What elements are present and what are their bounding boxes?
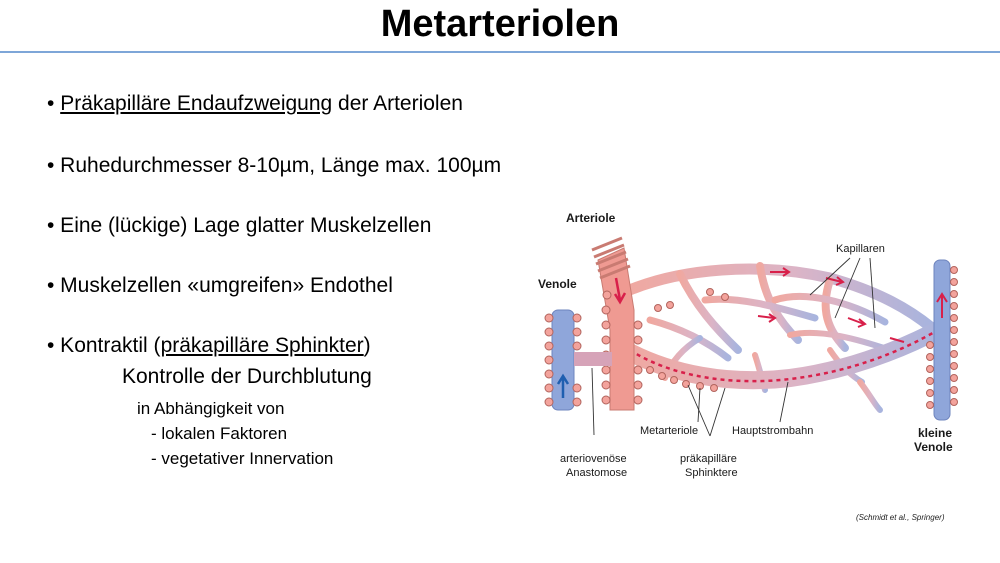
title-divider bbox=[0, 51, 1000, 53]
bullet-underlined-term: Präkapilläre Endaufzweigung bbox=[60, 92, 333, 115]
arteriole-flow-arrow bbox=[613, 277, 627, 305]
label-hauptstrombahn: Hauptstrombahn bbox=[732, 425, 813, 437]
bullet-kontraktil: • Kontraktil (präkapilläre Sphinkter) bbox=[47, 334, 371, 358]
label-sphinkter-line1: präkapilläre bbox=[680, 453, 737, 465]
bullet-underlined-term: präkapilläre Sphinkter bbox=[160, 334, 364, 357]
small-venole-cells bbox=[926, 266, 958, 409]
bullet-umgreifen: • Muskelzellen «umgreifen» Endothel bbox=[47, 274, 393, 297]
bullet-text: ) bbox=[363, 334, 371, 357]
citation: (Schmidt et al., Springer) bbox=[856, 513, 945, 522]
arteriole-vessel bbox=[597, 247, 635, 411]
label-kleine-venole-line2: Venole bbox=[914, 440, 953, 454]
slide-title: Metarteriolen bbox=[380, 3, 620, 45]
arteriole-muscle-rings bbox=[591, 236, 631, 280]
label-kapillaren: Kapillaren bbox=[836, 243, 885, 255]
bullet-ruhedurchmesser: • Ruhedurchmesser 8-10µm, Länge max. 100… bbox=[47, 154, 502, 177]
label-sphinkter-line2: Sphinktere bbox=[685, 467, 738, 479]
capillary-flow-arrows bbox=[757, 267, 905, 343]
label-leader-lines bbox=[591, 257, 876, 437]
bullet-mark: • bbox=[47, 92, 55, 115]
venole-cells bbox=[544, 313, 582, 407]
metarteriole-vessel bbox=[613, 319, 951, 390]
subpoint-lokale-faktoren: - lokalen Faktoren bbox=[151, 424, 288, 443]
small-venole-vessel bbox=[933, 259, 951, 421]
bullet-text: der Arteriolen bbox=[332, 92, 463, 115]
venole-flow-arrow bbox=[556, 373, 570, 398]
label-venole: Venole bbox=[538, 277, 577, 291]
capillary-network bbox=[619, 262, 938, 413]
subpoint-abhaengigkeit: in Abhängigkeit von bbox=[137, 399, 285, 418]
subpoint-vegetative-innervation: - vegetativer Innervation bbox=[151, 449, 334, 468]
precapillary-sphincter-cells bbox=[646, 288, 729, 392]
label-kleine-venole-line1: kleine bbox=[918, 426, 952, 440]
label-anastomose-line2: Anastomose bbox=[566, 467, 627, 479]
bullet-text: • Kontraktil ( bbox=[47, 334, 161, 357]
small-venole-flow-arrow bbox=[936, 292, 948, 318]
anastomosis-vessel bbox=[574, 352, 612, 366]
microcirculation-diagram: Arteriole Venole Kapillaren Metarteriole… bbox=[538, 211, 958, 479]
arteriole-muscle-cells bbox=[601, 290, 643, 405]
label-arteriole: Arteriole bbox=[566, 211, 616, 225]
subpoint-kontrolle: Kontrolle der Durchblutung bbox=[122, 365, 372, 388]
label-metarteriole: Metarteriole bbox=[640, 425, 698, 437]
bullet-muskelzellen-lage: • Eine (lückige) Lage glatter Muskelzell… bbox=[47, 214, 432, 237]
bullet-endaufzweigung: • Präkapilläre Endaufzweigung der Arteri… bbox=[47, 92, 463, 116]
label-anastomose-line1: arteriovenöse bbox=[560, 453, 627, 465]
